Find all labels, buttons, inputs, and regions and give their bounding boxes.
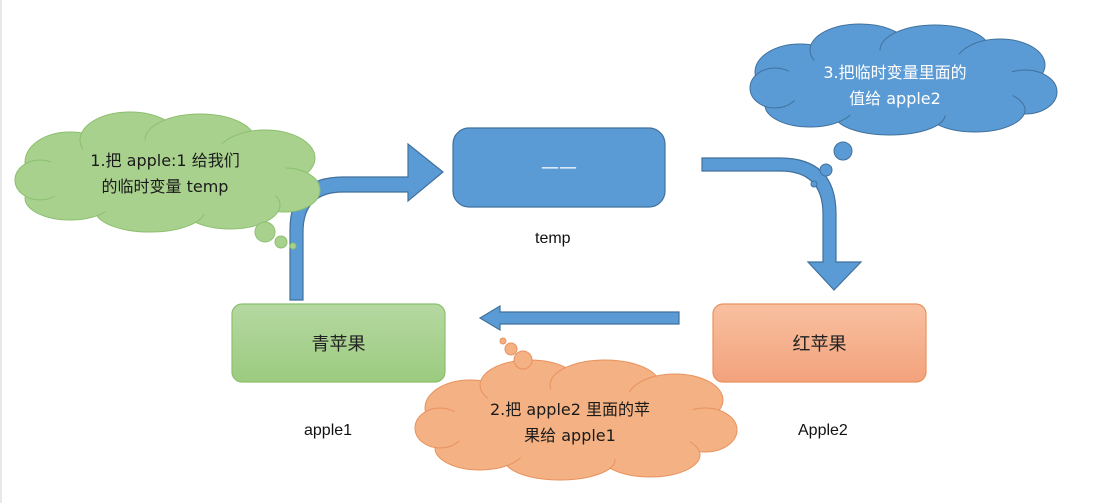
arrow-temp-to-orange	[701, 157, 863, 291]
cloud-step2-line2: 果给 apple1	[524, 426, 616, 445]
arrow-orange-to-green	[478, 304, 680, 332]
cloud-step2-line1: 2.把 apple2 里面的苹	[489, 400, 651, 419]
cloud-step1-line1: 1.把 apple:1 给我们	[90, 151, 240, 170]
green-apple-label: 青苹果	[311, 334, 366, 355]
temp-box-text: ——	[453, 128, 665, 207]
cloud-step1-line2: 的临时变量 temp	[101, 177, 229, 196]
cloud-step3-line2: 值给 apple2	[849, 89, 941, 108]
cloud-step2-text: 2.把 apple2 里面的苹 果给 apple1	[465, 397, 675, 449]
cloud-step3-text: 3.把临时变量里面的 值给 apple2	[790, 60, 1000, 112]
temp-box-value: ——	[541, 157, 577, 178]
green-apple-box	[231, 303, 446, 383]
cloud-step1	[14, 111, 321, 250]
cloud-step3-line1: 3.把临时变量里面的	[823, 63, 967, 82]
red-apple-box	[712, 303, 927, 383]
arrow-green-to-temp	[289, 142, 444, 301]
red-apple-label: 红苹果	[792, 334, 847, 355]
cloud-step2	[414, 337, 738, 481]
temp-variable-label: temp	[535, 230, 571, 247]
red-apple-box-text: 红苹果	[713, 304, 926, 382]
apple2-variable-label: Apple2	[798, 422, 848, 439]
temp-box	[452, 127, 666, 208]
green-apple-box-text: 青苹果	[232, 304, 445, 382]
apple1-variable-label: apple1	[304, 422, 353, 439]
cloud-step1-text: 1.把 apple:1 给我们 的临时变量 temp	[60, 148, 270, 200]
cloud-step3	[749, 23, 1058, 188]
